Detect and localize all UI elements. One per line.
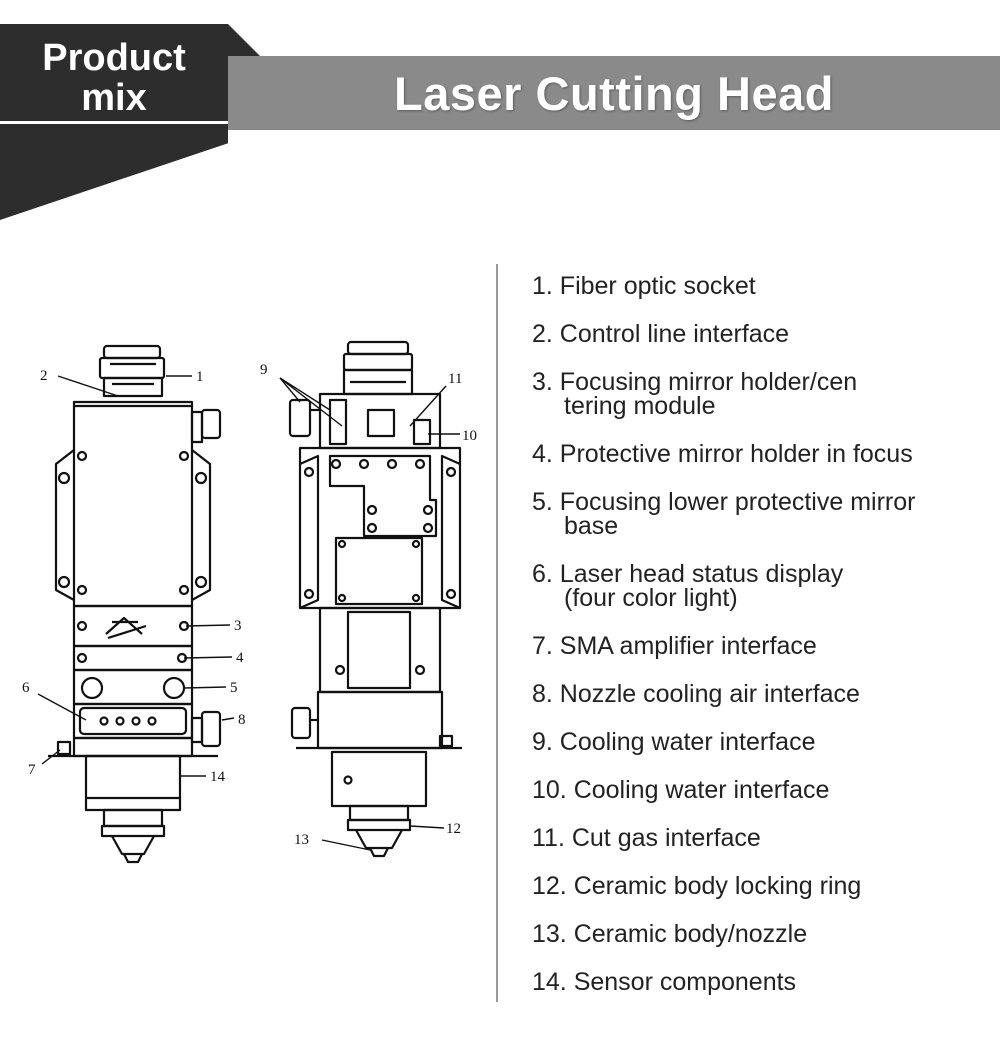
legend-item-9: 9. Cooling water interface [532, 728, 816, 756]
legend-item-10: 10. Cooling water interface [532, 776, 830, 804]
legend-item-14: 14. Sensor components [532, 968, 797, 996]
callout-3: 3 [234, 618, 242, 634]
callout-6: 6 [22, 680, 30, 696]
callout-7: 7 [28, 762, 36, 778]
legend-item-6: 6. Laser head status display (four color… [532, 560, 844, 612]
laser-head-diagram: 1 2 3 4 5 6 7 8 9 10 11 12 13 14 [22, 340, 477, 864]
callout-2: 2 [40, 368, 48, 384]
legend-item-5: 5. Focusing lower protective mirror base [532, 488, 916, 540]
left-view [48, 344, 222, 864]
callout-13: 13 [294, 832, 309, 848]
leader-lines [37, 375, 460, 851]
callout-12: 12 [446, 821, 461, 837]
tag-tail-decoration [0, 124, 228, 220]
legend-item-13: 13. Ceramic body/nozzle [532, 920, 808, 948]
tag-divider-line [0, 121, 228, 124]
legend-item-12: 12. Ceramic body locking ring [532, 872, 862, 900]
vertical-divider [496, 264, 498, 1002]
callout-5: 5 [230, 680, 238, 696]
callout-11: 11 [448, 371, 462, 387]
tag-line-2: mix [81, 77, 147, 119]
right-view [288, 340, 462, 858]
legend-item-4: 4. Protective mirror holder in focus [532, 440, 913, 468]
legend-item-7: 7. SMA amplifier interface [532, 632, 817, 660]
title-banner [228, 56, 1000, 130]
tag-line-1: Product [42, 37, 186, 79]
legend-item-11: 11. Cut gas interface [532, 824, 761, 852]
legend-item-2: 2. Control line interface [532, 320, 790, 348]
callout-14: 14 [210, 769, 226, 785]
callout-4: 4 [236, 650, 244, 666]
legend-item-3: 3. Focusing mirror holder/cen tering mod… [532, 368, 858, 420]
callout-1: 1 [196, 369, 204, 385]
legend-item-1: 1. Fiber optic socket [532, 272, 756, 300]
parts-legend: 1. Fiber optic socket 2. Control line in… [532, 274, 992, 1018]
callout-8: 8 [238, 712, 246, 728]
product-mix-tag [0, 24, 228, 122]
page-title: Laser Cutting Head [394, 66, 834, 120]
callout-9: 9 [260, 362, 268, 378]
legend-item-8: 8. Nozzle cooling air interface [532, 680, 860, 708]
callout-10: 10 [462, 428, 477, 444]
callout-numbers: 1 2 3 4 5 6 7 8 9 10 11 12 13 14 [22, 362, 477, 848]
tag-corner-decoration [228, 24, 260, 56]
product-mix-label: Product mix [0, 38, 228, 118]
